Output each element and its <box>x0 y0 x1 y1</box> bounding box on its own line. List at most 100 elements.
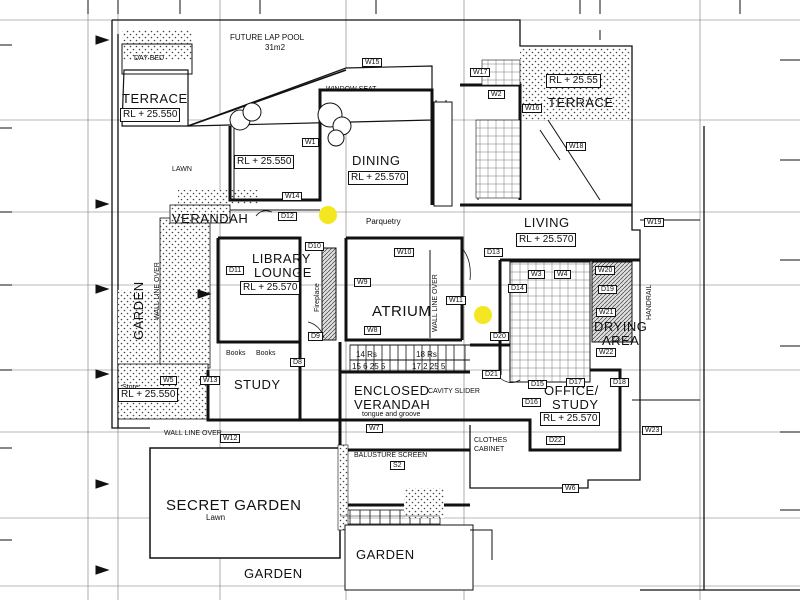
stair-risers-left: 14 Rs <box>356 350 377 359</box>
books-label: Books <box>256 350 276 357</box>
stair-dims-left: 15 6 25 5 <box>352 362 386 371</box>
terrace-right-label: TERRACE <box>548 95 614 110</box>
fireplace-label: Fireplace <box>314 283 321 312</box>
atrium-label: ATRIUM <box>372 303 432 320</box>
door-tag: D8 <box>290 358 305 367</box>
window-tag: W11 <box>446 296 466 305</box>
door-tag: D15 <box>528 380 547 389</box>
smoke-detector-marker <box>474 306 492 324</box>
window-tag: W17 <box>470 68 491 77</box>
door-tag: D9 <box>308 332 323 341</box>
garden-bottom-left-label: GARDEN <box>244 566 303 581</box>
pool-area-label: 31m2 <box>265 43 286 52</box>
store-label: Store <box>122 384 139 391</box>
window-tag: W20 <box>595 266 616 275</box>
laundry-tiles <box>509 261 591 383</box>
verandah-hatch <box>169 204 231 224</box>
garden-step-hatch <box>404 488 444 518</box>
day-bed <box>121 43 193 75</box>
door-tag: D10 <box>305 242 324 251</box>
window-tag: W3 <box>528 270 545 279</box>
enclosed-verandah-label: VERANDAH <box>354 397 431 412</box>
wall-line-over-label: WALL LINE OVER <box>432 274 439 332</box>
window-tag: W2 <box>488 90 505 99</box>
window-tag: W4 <box>554 270 571 279</box>
dining-level: RL + 25.570 <box>348 171 409 185</box>
door-tag: D18 <box>610 378 629 387</box>
window-tag: W21 <box>596 308 617 317</box>
door-tag: D19 <box>598 285 617 294</box>
window-tag: W9 <box>354 278 371 287</box>
north-arrows <box>95 35 212 575</box>
library-label: LIBRARY <box>252 251 311 266</box>
pool-label: FUTURE LAP POOL <box>230 33 305 42</box>
door-swings <box>255 210 521 383</box>
window-tag: W1 <box>302 138 319 147</box>
kitchen-island <box>433 101 453 207</box>
screen-tag: S2 <box>390 461 405 470</box>
dining-label: DINING <box>352 153 401 168</box>
enclosed-label: ENCLOSED <box>354 383 430 398</box>
door-tag: D11 <box>226 266 245 275</box>
kitchen-bench <box>475 119 521 199</box>
stair-dims-right: 17 2 25 5 <box>412 362 446 371</box>
window-tag: W8 <box>364 326 381 335</box>
books-label: Books <box>226 350 246 357</box>
garden-bottom-outline <box>344 524 474 591</box>
secret-garden-outline <box>149 447 341 559</box>
area-label: AREA <box>602 333 640 348</box>
office-label: OFFICE/ <box>544 383 599 398</box>
drying-label: DRYING <box>594 319 648 334</box>
door-tag: D20 <box>490 332 509 341</box>
door-tag: D12 <box>278 212 297 221</box>
living-label: LIVING <box>524 215 570 230</box>
balusture-screen-label: BALUSTURE SCREEN <box>354 452 428 459</box>
pool-diagonal <box>187 69 347 127</box>
terrace-right-level: RL + 25.55 <box>546 74 601 88</box>
smoke-detector-marker <box>319 206 337 224</box>
secret-garden-lawn-label: Lawn <box>206 513 226 522</box>
day-bed-label: DAY BED <box>134 55 165 62</box>
terrace-left-level: RL + 25.550 <box>120 108 181 122</box>
window-tag: W10 <box>394 248 415 257</box>
window-tag: W13 <box>200 376 221 385</box>
window-tag: W12 <box>220 434 241 443</box>
study-label: STUDY <box>234 377 281 392</box>
clothes-label: CLOTHES <box>474 437 508 444</box>
garden-level: RL + 25.550 <box>118 388 179 402</box>
garden-bottom-edge <box>470 529 493 560</box>
fireplace-block <box>321 247 337 341</box>
window-seat-label: WINDOW SEAT <box>326 86 377 93</box>
office-level: RL + 25.570 <box>540 412 601 426</box>
grid-ticks <box>0 0 800 541</box>
window-tag: W18 <box>566 142 587 151</box>
library-level: RL + 25.570 <box>240 281 301 295</box>
office-study-label: STUDY <box>552 397 599 412</box>
wall-line-over-label: WALL LINE OVER <box>164 430 222 437</box>
window-tag: W14 <box>282 192 303 201</box>
garden-left-label: GARDEN <box>131 281 146 340</box>
verandah-strip-hatch <box>178 190 258 204</box>
window-tag: W16 <box>522 104 543 113</box>
garden-left-hatch <box>118 290 158 370</box>
lawn-label: LAWN <box>172 166 192 173</box>
secret-garden-label: SECRET GARDEN <box>166 497 302 514</box>
door-tag: D21 <box>482 370 501 379</box>
window-tag: W7 <box>366 424 383 433</box>
garden-bottom-label: GARDEN <box>356 547 415 562</box>
window-tag: W23 <box>642 426 663 435</box>
terrace-left-hatch <box>122 30 192 60</box>
door-tag: D14 <box>508 284 527 293</box>
tongue-groove-label: tongue and groove <box>362 411 421 418</box>
wall-line-over-label: WALL LINE OVER <box>154 262 161 320</box>
verandah-label: VERANDAH <box>172 211 249 226</box>
cabinet-label: CABINET <box>474 446 505 453</box>
drying-area-hatch <box>591 261 633 343</box>
door-tag: D13 <box>484 248 503 257</box>
window-tag: W6 <box>562 484 579 493</box>
stair-risers-right: 18 Rs <box>416 350 437 359</box>
door-tag: D16 <box>522 398 541 407</box>
door-tag: D22 <box>546 436 565 445</box>
